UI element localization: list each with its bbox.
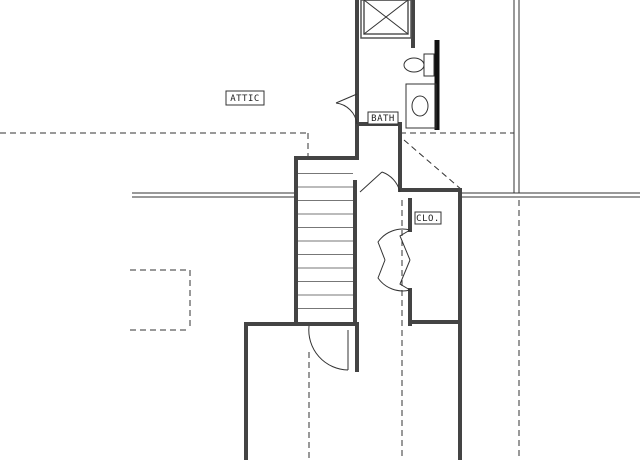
attic-label-text: ATTIC: [230, 94, 260, 104]
bath-door-icon: [335, 93, 358, 125]
closet-label: CLO.: [414, 211, 442, 225]
attic-label: ATTIC: [225, 90, 265, 106]
bath-label-text: BATH: [371, 114, 395, 124]
eave-lines: [132, 0, 640, 198]
dashed-lines: [0, 132, 520, 460]
stair-treads: [298, 173, 353, 309]
hall-door-icon: [359, 171, 401, 193]
toilet-icon: [403, 53, 435, 77]
closet-label-text: CLO.: [416, 214, 440, 224]
bath-label: BATH: [367, 111, 399, 125]
sink-icon: [405, 83, 437, 129]
shower-stall: [360, 0, 412, 39]
closet-bifold-door-icon: [377, 228, 411, 292]
walls: [244, 0, 462, 460]
stair-door-icon: [308, 325, 349, 371]
